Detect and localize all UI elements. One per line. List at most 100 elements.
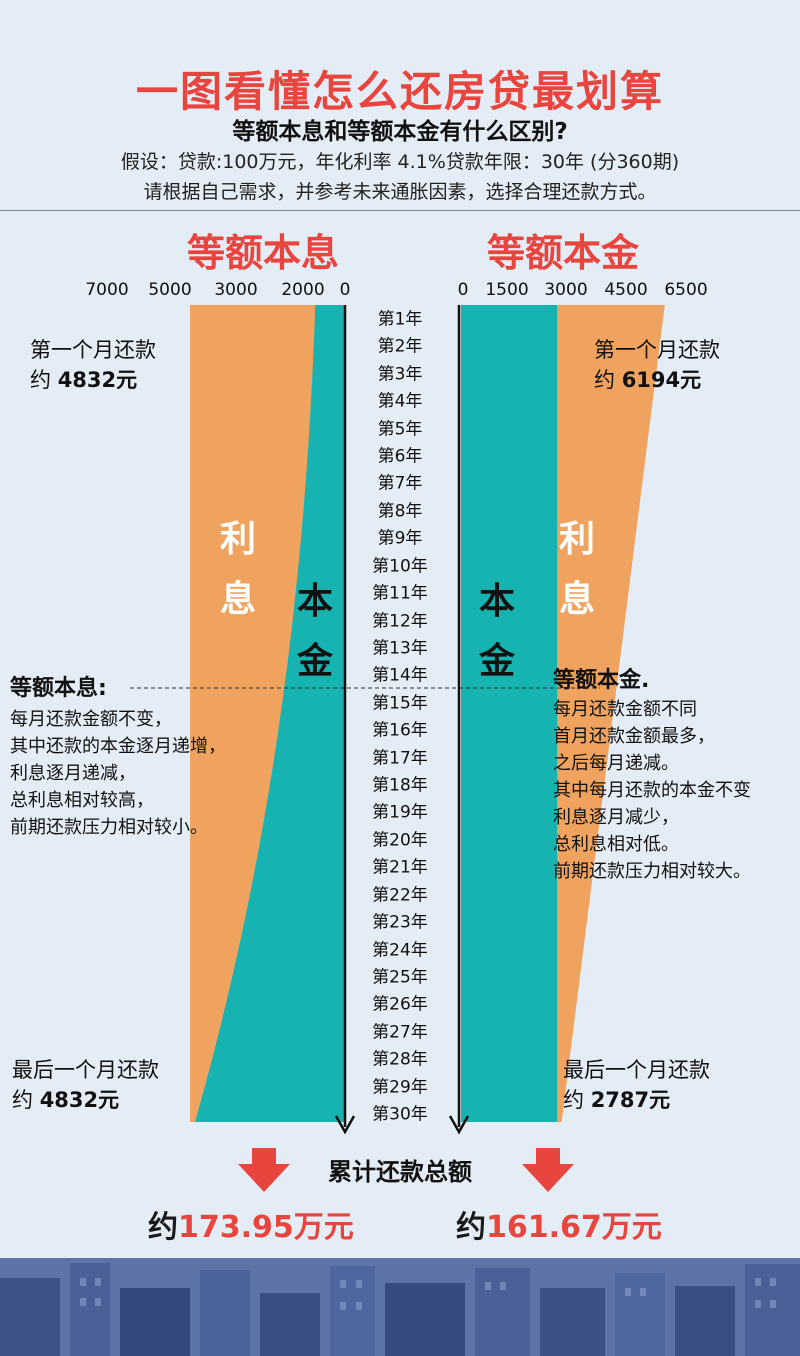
note-line: 每月还款金额不变，	[10, 709, 172, 730]
advice-text: 请根据自己需求，并参考未来通胀因素，选择合理还款方式。	[143, 181, 657, 203]
right-interest-char-1: 利	[558, 519, 595, 560]
note-line: 其中还款的本金逐月递增，	[10, 736, 226, 757]
note-line: 首月还款金额最多，	[553, 726, 715, 747]
right-interest-area	[557, 305, 665, 1122]
left-total-prefix: 约	[148, 1210, 178, 1245]
note-line: 其中每月还款的本金不变	[553, 780, 751, 801]
year-label: 第16年	[372, 720, 428, 741]
left-total-value: 173.95万元	[178, 1210, 354, 1245]
right-down-arrow-icon	[522, 1148, 574, 1192]
year-label: 第7年	[377, 473, 423, 494]
left-interest-char-1: 利	[219, 519, 256, 560]
year-label: 第15年	[372, 693, 428, 714]
left-total: 约173.95万元	[148, 1202, 354, 1246]
year-label: 第3年	[377, 364, 423, 385]
assumption-text: 假设：贷款:100万元，年化利率 4.1%贷款年限：30年 (分360期)	[120, 151, 680, 173]
year-label: 第26年	[372, 994, 428, 1015]
left-first-month-callout: 第一个月还款 约 4832元	[30, 335, 156, 395]
right-last-month-prefix: 约	[563, 1088, 591, 1112]
right-first-month-callout: 第一个月还款 约 6194元	[594, 335, 720, 395]
left-last-month-prefix: 约	[12, 1088, 40, 1112]
right-last-month-label: 最后一个月还款	[563, 1058, 710, 1082]
year-label: 第13年	[372, 638, 428, 659]
right-note: 等额本金. 每月还款金额不同首月还款金额最多， 之后每月递减。其中每月还款的本金不…	[553, 662, 751, 885]
left-axis-tick-7000: 7000	[85, 280, 129, 300]
right-principal-char-1: 本	[478, 581, 515, 622]
right-total: 约161.67万元	[456, 1202, 662, 1246]
left-principal-char-1: 本	[296, 581, 333, 622]
right-principal-area	[461, 305, 558, 1122]
right-interest-char-2: 息	[558, 579, 595, 620]
left-axis-tick-3000: 3000	[214, 280, 258, 300]
left-note: 等额本息: 每月还款金额不变，其中还款的本金逐月递增，利息逐月递减，总利息相对较…	[10, 670, 226, 841]
right-note-lines: 每月还款金额不同首月还款金额最多， 之后每月递减。其中每月还款的本金不变利息逐月减…	[553, 696, 751, 885]
year-label: 第11年	[372, 583, 428, 604]
note-line: 利息逐月减少，	[553, 807, 679, 828]
year-label: 第17年	[372, 748, 428, 769]
right-principal-label: 本 金	[472, 572, 522, 692]
year-label: 第1年	[377, 309, 423, 330]
header-divider	[0, 210, 800, 211]
left-last-month-label: 最后一个月还款	[12, 1058, 159, 1082]
left-down-arrow-icon	[238, 1148, 290, 1192]
right-axis-arrow	[448, 1115, 470, 1135]
year-label: 第28年	[372, 1049, 428, 1070]
right-axis-tick-6500: 6500	[664, 280, 708, 300]
year-label: 第19年	[372, 802, 428, 823]
right-total-value: 161.67万元	[486, 1210, 662, 1245]
year-label: 第24年	[372, 940, 428, 961]
left-principal-label: 本 金	[290, 572, 340, 692]
year-label: 第4年	[377, 391, 423, 412]
left-principal-area	[195, 305, 345, 1122]
right-first-month-amount: 6194元	[621, 368, 702, 392]
left-note-lines: 每月还款金额不变，其中还款的本金逐月递增，利息逐月递减，总利息相对较高，前期还款…	[10, 706, 226, 841]
right-principal-char-2: 金	[478, 641, 515, 682]
right-note-title: 等额本金.	[553, 668, 650, 693]
right-last-month-callout: 最后一个月还款 约 2787元	[563, 1055, 710, 1115]
right-interest-label: 利 息	[552, 510, 602, 630]
right-first-month-label: 第一个月还款	[594, 338, 720, 362]
year-label: 第18年	[372, 775, 428, 796]
left-first-month-amount: 4832元	[57, 368, 138, 392]
left-principal-char-2: 金	[296, 641, 333, 682]
year-label: 第10年	[372, 556, 428, 577]
right-last-month-amount: 2787元	[590, 1088, 671, 1112]
left-axis-tick-2000: 2000	[281, 280, 325, 300]
total-repayment-label: 累计还款总额	[328, 1158, 472, 1186]
right-section-heading: 等额本金	[486, 231, 639, 275]
right-total-prefix: 约	[456, 1210, 486, 1245]
note-line: 总利息相对低。	[553, 834, 679, 855]
note-line: 利息逐月递减，	[10, 763, 136, 784]
year-label: 第12年	[372, 611, 428, 632]
left-axis-tick-5000: 5000	[148, 280, 192, 300]
page-title: 一图看懂怎么还房贷最划算	[135, 67, 664, 116]
year-label: 第6年	[377, 446, 423, 467]
left-section-heading: 等额本息	[186, 231, 339, 275]
note-line: 总利息相对较高，	[10, 790, 154, 811]
right-axis-tick-4500: 4500	[604, 280, 648, 300]
right-axis-tick-0: 0	[457, 280, 469, 300]
left-last-month-callout: 最后一个月还款 约 4832元	[12, 1055, 159, 1115]
note-line: 前期还款压力相对较大。	[553, 861, 751, 882]
left-interest-char-2: 息	[219, 579, 256, 620]
year-label: 第2年	[377, 336, 423, 357]
year-label: 第22年	[372, 885, 428, 906]
year-label: 第8年	[377, 501, 423, 522]
year-label: 第25年	[372, 967, 428, 988]
left-axis-arrow	[334, 1115, 356, 1135]
note-line: 之后每月递减。	[553, 753, 679, 774]
year-label: 第20年	[372, 830, 428, 851]
right-first-month-prefix: 约	[594, 368, 622, 392]
left-axis-tick-0: 0	[339, 280, 351, 300]
year-label: 第21年	[372, 857, 428, 878]
year-label: 第14年	[372, 665, 428, 686]
note-line: 每月还款金额不同	[553, 699, 697, 720]
page-subtitle: 等额本息和等额本金有什么区别?	[232, 119, 568, 145]
city-skyline-image	[0, 1258, 800, 1356]
year-label: 第27年	[372, 1022, 428, 1043]
year-label: 第9年	[377, 528, 423, 549]
right-axis-tick-1500: 1500	[485, 280, 529, 300]
year-label: 第23年	[372, 912, 428, 933]
left-interest-label: 利 息	[213, 510, 263, 630]
